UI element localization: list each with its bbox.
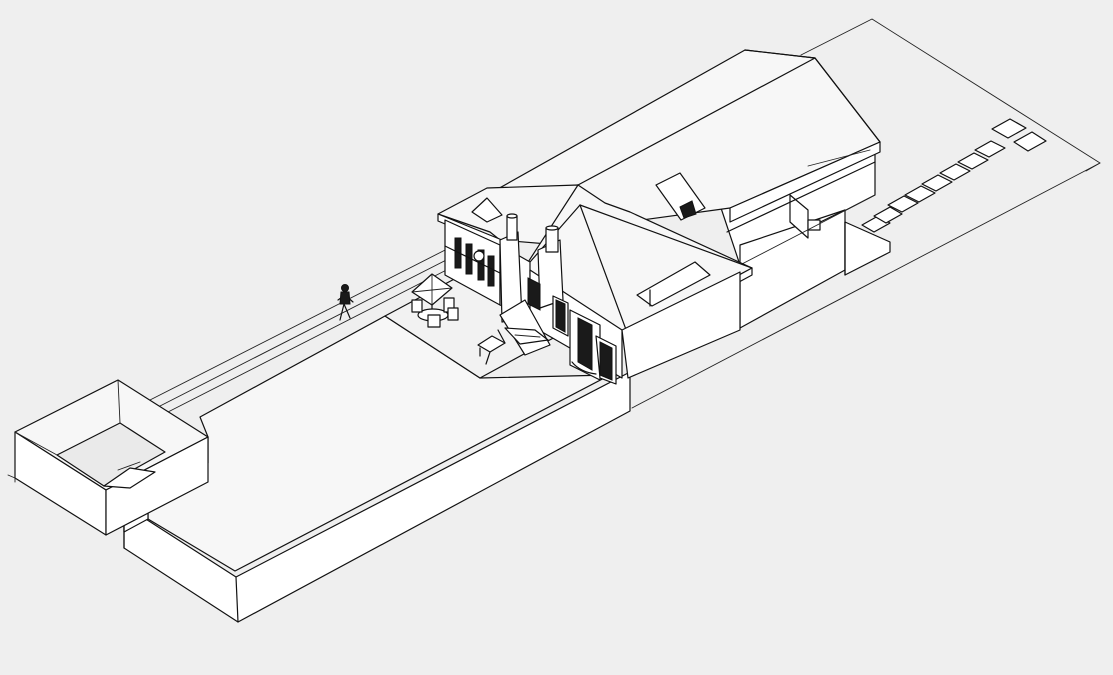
stepping-stone-icon bbox=[957, 152, 989, 170]
garden-shed bbox=[7, 379, 209, 536]
stepping-stone-icon bbox=[904, 185, 936, 203]
plot-boundary bbox=[631, 18, 1101, 409]
house-main-roof bbox=[486, 49, 881, 233]
stepping-stone-icon bbox=[974, 140, 1006, 158]
house-openings bbox=[527, 277, 617, 385]
patio-furniture bbox=[411, 273, 506, 365]
stepping-stone-icon bbox=[873, 206, 903, 224]
chimney-icon bbox=[499, 213, 564, 323]
stepping-stone-icon bbox=[1013, 131, 1047, 152]
entrance-steps bbox=[499, 299, 551, 356]
stepping-stones bbox=[861, 118, 1047, 233]
stepping-stone-icon bbox=[991, 118, 1027, 139]
lounge-chair-icon bbox=[477, 329, 506, 365]
person-figure-icon bbox=[337, 284, 354, 321]
stepping-stone-icon bbox=[887, 195, 919, 213]
stepping-stone-icon bbox=[939, 163, 971, 181]
skylight-icon bbox=[655, 172, 706, 221]
stepping-stone-icon bbox=[921, 174, 953, 192]
garden-path bbox=[149, 244, 471, 413]
